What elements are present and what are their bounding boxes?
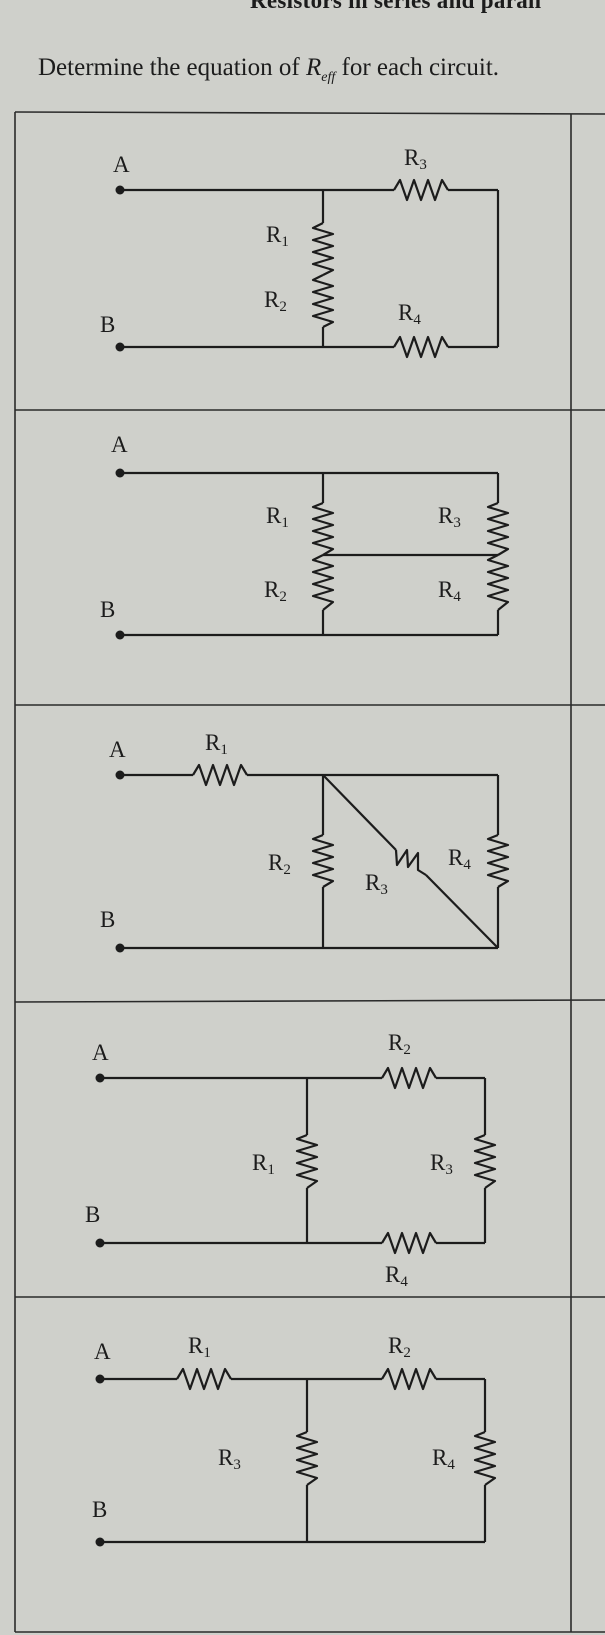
- terminal-b-label: B: [85, 1202, 100, 1227]
- worksheet-title: Resistors in series and parall: [250, 0, 542, 13]
- reff-subscript: eff: [321, 70, 336, 85]
- resistor-r1: [311, 222, 335, 276]
- resistor-r1: [295, 1133, 319, 1189]
- terminal-a-label: A: [113, 152, 130, 177]
- terminal-a-dot: [115, 770, 125, 780]
- terminal-a-label: A: [92, 1040, 109, 1065]
- resistor-r3: [295, 1430, 319, 1486]
- r3-label: R3: [218, 1445, 241, 1473]
- resistor-r3: [473, 1133, 497, 1189]
- r4-label: R4: [398, 300, 421, 328]
- r2-label: R2: [268, 850, 291, 878]
- resistor-r3: [393, 178, 449, 202]
- r3-label: R3: [404, 145, 427, 173]
- terminal-a-dot: [95, 1374, 105, 1384]
- terminal-a-label: A: [111, 432, 128, 457]
- r2-label: R2: [264, 577, 287, 605]
- resistor-r1: [192, 763, 248, 787]
- resistor-r1: [176, 1367, 232, 1391]
- r1-label: R1: [252, 1150, 275, 1178]
- r3-label: R3: [430, 1150, 453, 1178]
- r2-label: R2: [264, 287, 287, 315]
- resistor-r2: [311, 274, 335, 328]
- resistor-r4: [393, 335, 449, 359]
- circuit-2: A B R1 R2 R3 R4: [100, 432, 510, 640]
- terminal-a-label: A: [94, 1339, 111, 1364]
- terminal-a-label: A: [109, 737, 126, 762]
- r1-label: R1: [205, 730, 228, 758]
- resistor-r2: [311, 554, 335, 611]
- resistor-r3: [486, 501, 510, 556]
- r3-label: R3: [365, 870, 388, 898]
- resistor-r1: [311, 501, 335, 556]
- resistor-r2: [381, 1066, 437, 1090]
- r4-label: R4: [448, 845, 471, 873]
- instruction-text: Determine the equation of Reff for each …: [38, 54, 499, 86]
- r1-label: R1: [188, 1333, 211, 1361]
- r3-label: R3: [438, 503, 461, 531]
- table-top-rule: [14, 111, 605, 115]
- resistor-r2: [381, 1367, 437, 1391]
- terminal-b-dot: [115, 943, 125, 953]
- terminal-a-dot: [115, 185, 125, 195]
- instruction-prefix: Determine the equation of: [38, 54, 306, 81]
- circuit-1: A B R3 R4 R1 R2: [100, 145, 500, 359]
- terminal-b-dot: [115, 630, 125, 640]
- resistor-r4: [381, 1231, 437, 1255]
- resistor-r3: [394, 848, 427, 876]
- terminal-a-dot: [115, 468, 125, 478]
- terminal-b-dot: [95, 1537, 105, 1547]
- terminal-b-label: B: [100, 312, 115, 337]
- r4-label: R4: [385, 1262, 408, 1290]
- r1-label: R1: [266, 503, 289, 531]
- terminal-b-dot: [115, 342, 125, 352]
- resistor-r2: [311, 833, 335, 888]
- terminal-b-label: B: [100, 907, 115, 932]
- terminal-a-dot: [95, 1073, 105, 1083]
- circuit-5: A B R1 R2 R3 R4: [92, 1333, 497, 1547]
- terminal-b-dot: [95, 1238, 105, 1248]
- row-divider-3: [14, 999, 605, 1003]
- instruction-suffix: for each circuit.: [335, 54, 500, 81]
- resistor-r4: [486, 554, 510, 611]
- reff-symbol: R: [305, 54, 322, 81]
- resistor-r4: [473, 1430, 497, 1486]
- terminal-b-label: B: [92, 1497, 107, 1522]
- r4-label: R4: [438, 577, 461, 605]
- resistor-r4: [486, 833, 510, 888]
- circuit-3: A B R1 R2 R3 R4: [100, 730, 510, 953]
- terminal-b-label: B: [100, 597, 115, 622]
- circuit-4: A B R2 R1 R3 R4: [85, 1030, 497, 1290]
- r4-label: R4: [432, 1445, 455, 1473]
- r1-label: R1: [266, 222, 289, 250]
- r2-label: R2: [388, 1030, 411, 1058]
- r2-label: R2: [388, 1333, 411, 1361]
